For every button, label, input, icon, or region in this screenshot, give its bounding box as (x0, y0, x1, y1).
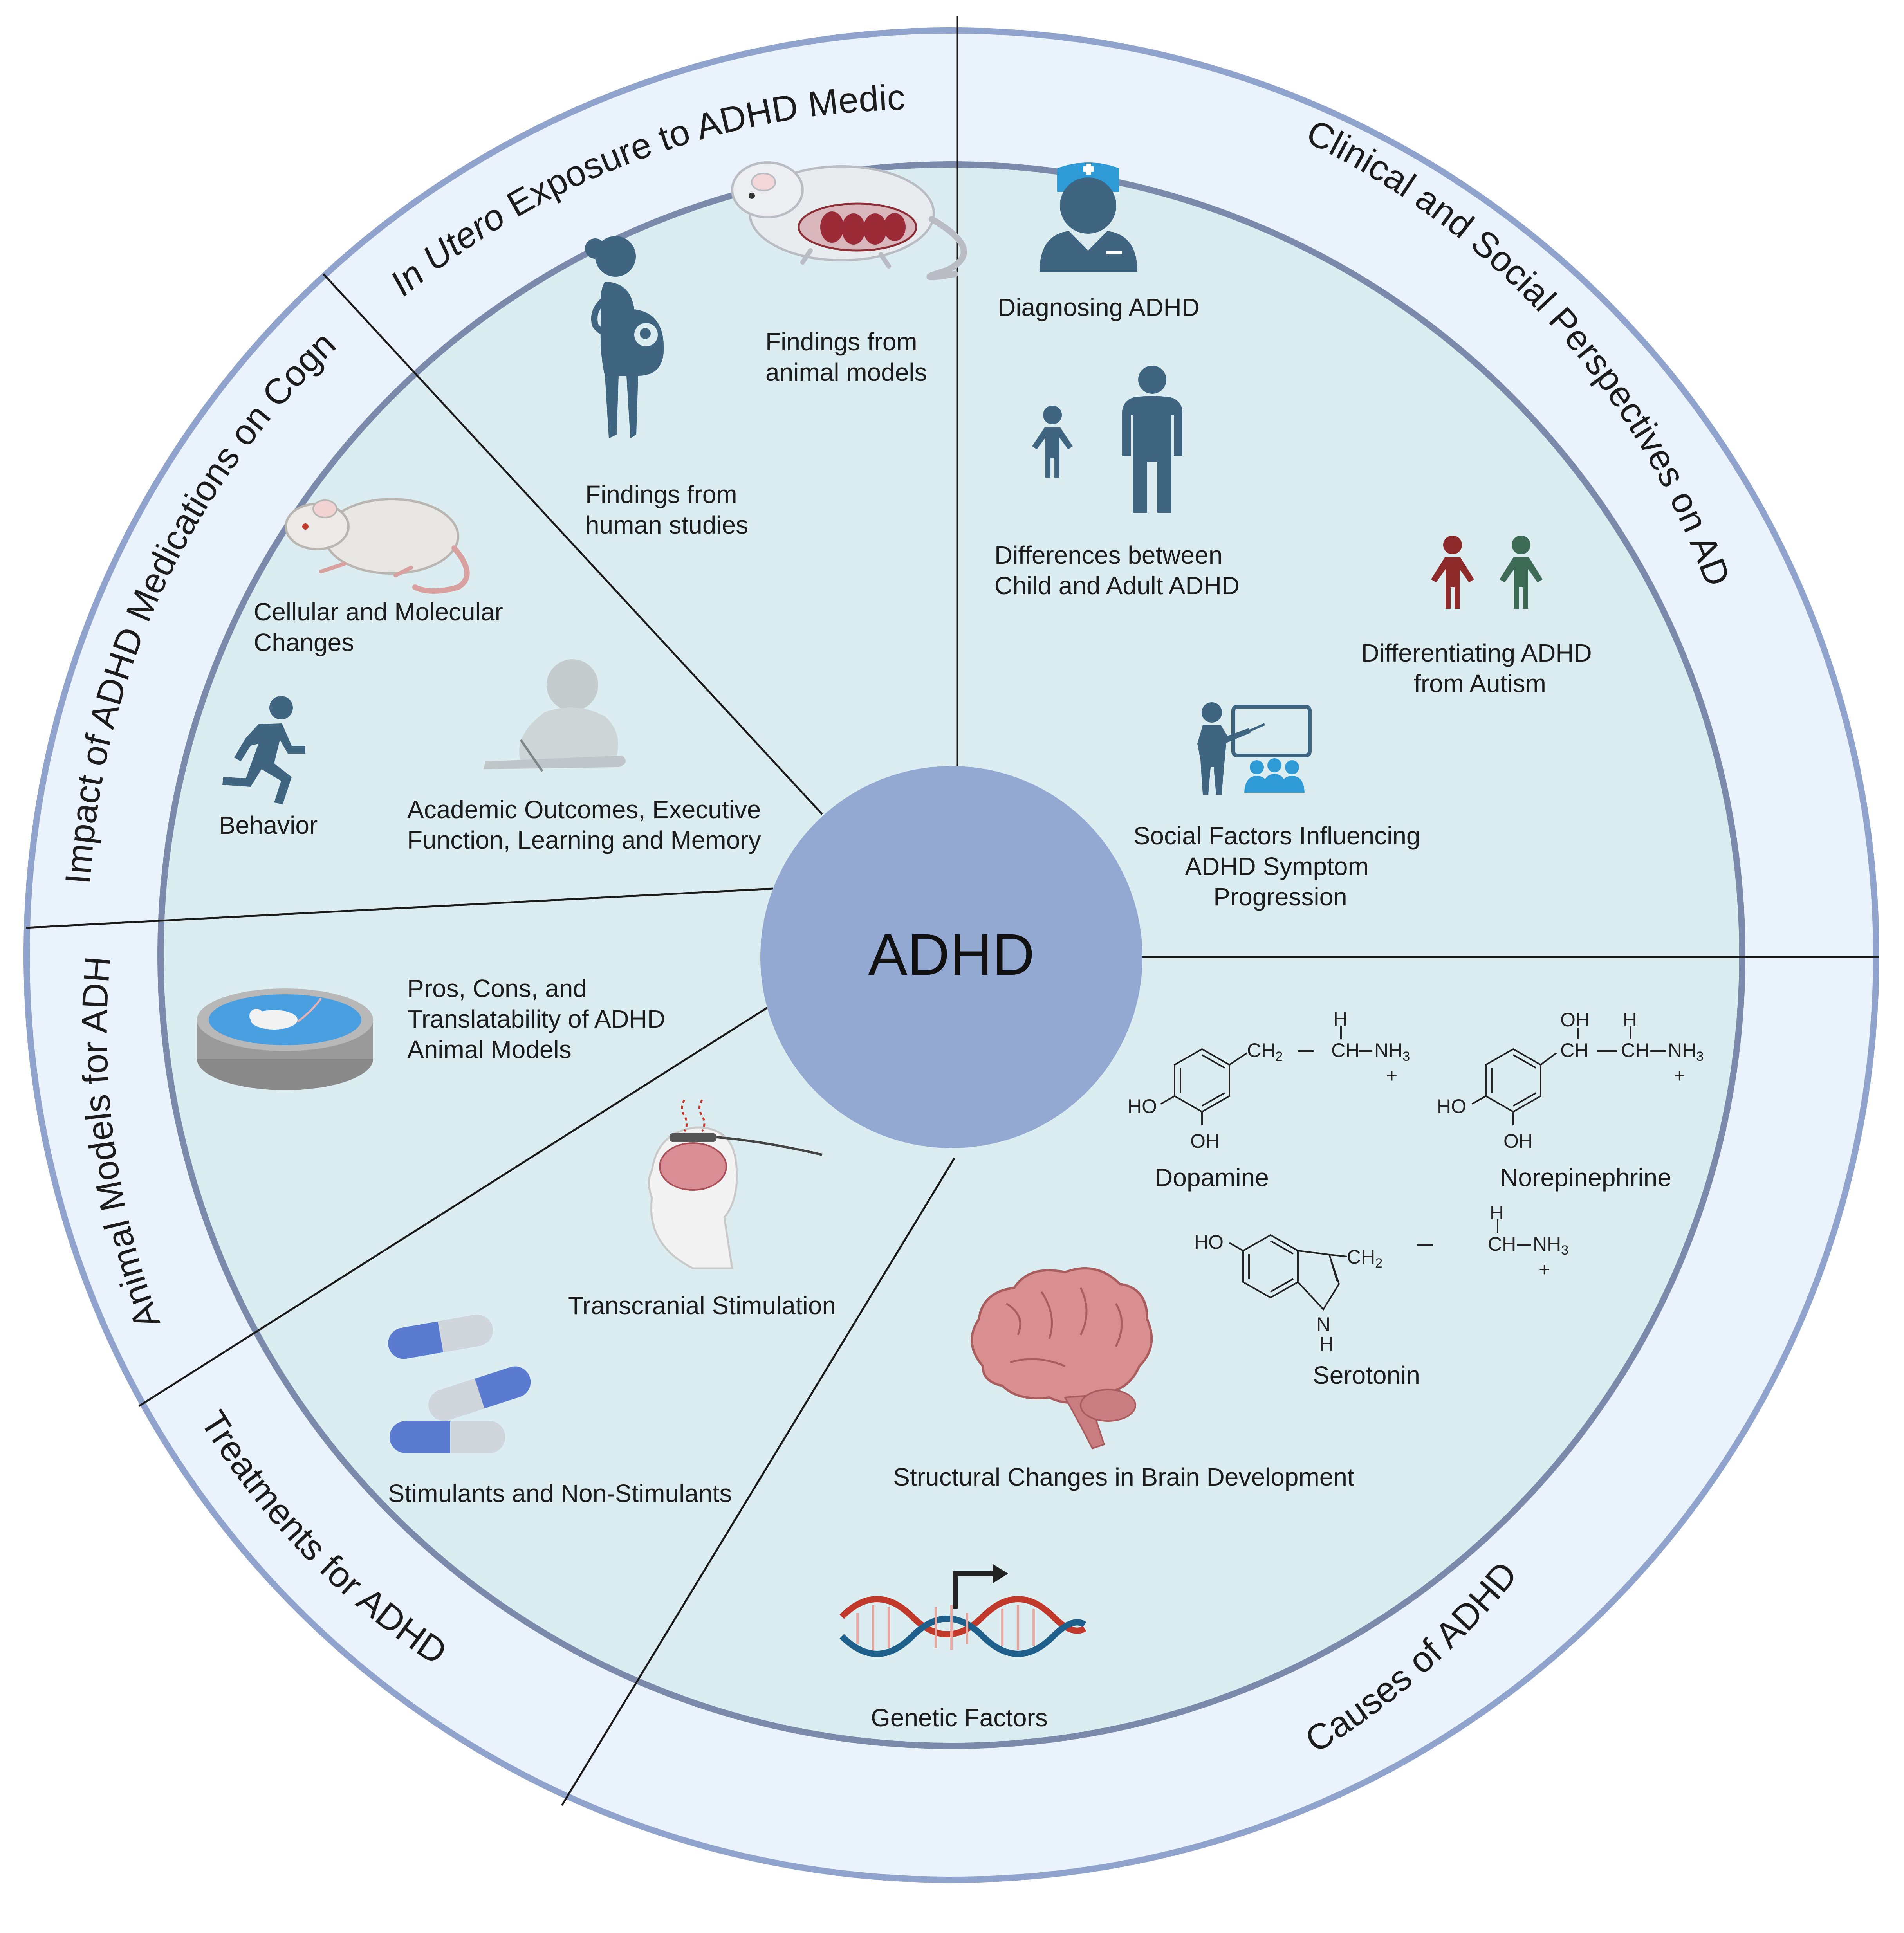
norepinephrine-ho: HO (1437, 1095, 1466, 1117)
label-findings-animal-models: Findings from animal models (765, 328, 927, 386)
rat-icon (285, 498, 470, 594)
section-dividers (25, 16, 1879, 1806)
capsules-icon (388, 1315, 531, 1453)
center-title: ADHD (868, 921, 1034, 987)
dopamine-ch: CH (1331, 1039, 1359, 1061)
norepinephrine-structure: OH H CH CH NH3 + HO OH Norepinephrine (1437, 1009, 1704, 1192)
child-adult-icon (1032, 366, 1182, 513)
dna-gene-expression-icon (839, 1564, 1086, 1657)
student-writing-icon (484, 659, 626, 772)
serotonin-nh3: NH3 (1533, 1233, 1568, 1258)
water-maze-icon (197, 988, 373, 1090)
running-person-icon (222, 696, 305, 804)
brain-icon (971, 1267, 1153, 1450)
serotonin-plus: + (1539, 1259, 1550, 1280)
norepinephrine-h: H (1623, 1009, 1637, 1031)
label-adhd-vs-autism: Differentiating ADHD from Autism (1361, 639, 1599, 698)
label-behavior: Behavior (219, 811, 318, 839)
serotonin-n: N (1316, 1313, 1330, 1335)
divider-lower-left (138, 1006, 769, 1407)
label-social-factors: Social Factors Influencing ADHD Symptom … (1133, 822, 1428, 911)
label-transcranial-stimulation: Transcranial Stimulation (568, 1291, 836, 1320)
label-stimulants: Stimulants and Non-Stimulants (388, 1479, 732, 1507)
norepinephrine-nh3: NH3 (1668, 1039, 1704, 1064)
label-genetic-factors: Genetic Factors (871, 1704, 1048, 1732)
norepinephrine-plus: + (1674, 1065, 1685, 1087)
serotonin-structure: HO CH2 H CH NH3 + N H Serotonin (1194, 1202, 1568, 1389)
classroom-teacher-icon (1197, 702, 1312, 795)
dopamine-oh: OH (1190, 1130, 1220, 1152)
label-cellular-molecular: Cellular and Molecular Changes (254, 598, 510, 656)
serotonin-name: Serotonin (1313, 1361, 1420, 1389)
serotonin-nh: H (1319, 1333, 1334, 1355)
dopamine-name: Dopamine (1155, 1163, 1269, 1192)
dopamine-structure: CH2 H CH NH3 + HO OH Dopamine (1128, 1008, 1410, 1192)
norepinephrine-oh-top: OH (1560, 1009, 1590, 1031)
nurse-icon (1040, 162, 1137, 272)
norepinephrine-name: Norepinephrine (1500, 1163, 1671, 1192)
autism-figures-icon (1431, 536, 1543, 609)
pregnant-woman-icon (585, 236, 664, 438)
label-pros-cons-animal-models: Pros, Cons, and Translatability of ADHD … (407, 974, 672, 1064)
transcranial-stimulation-icon (648, 1099, 823, 1269)
label-findings-human-studies: Findings from human studies (585, 480, 748, 539)
divider-upper-left (323, 273, 823, 815)
norepinephrine-ch-a: CH (1560, 1039, 1588, 1061)
dopamine-ch2: CH2 (1247, 1039, 1283, 1064)
pregnant-mouse-icon (731, 161, 967, 280)
label-diagnosing-adhd: Diagnosing ADHD (998, 293, 1200, 321)
serotonin-ch2: CH2 (1347, 1246, 1382, 1271)
center-circle (760, 766, 1142, 1148)
divider-left (25, 887, 774, 929)
serotonin-h: H (1490, 1202, 1504, 1224)
dopamine-nh3: NH3 (1374, 1039, 1410, 1064)
norepinephrine-ch-b: CH (1621, 1039, 1649, 1061)
dopamine-h: H (1333, 1008, 1347, 1030)
serotonin-ho: HO (1194, 1231, 1224, 1253)
dopamine-plus: + (1386, 1065, 1397, 1087)
dopamine-ho: HO (1128, 1095, 1157, 1117)
label-child-adult-adhd: Differences between Child and Adult ADHD (994, 541, 1240, 600)
label-academic-outcomes: Academic Outcomes, Executive Function, L… (407, 795, 768, 854)
norepinephrine-oh: OH (1503, 1130, 1533, 1152)
serotonin-ch: CH (1488, 1233, 1516, 1255)
divider-bottom (561, 1157, 956, 1806)
label-structural-changes: Structural Changes in Brain Development (893, 1463, 1354, 1491)
